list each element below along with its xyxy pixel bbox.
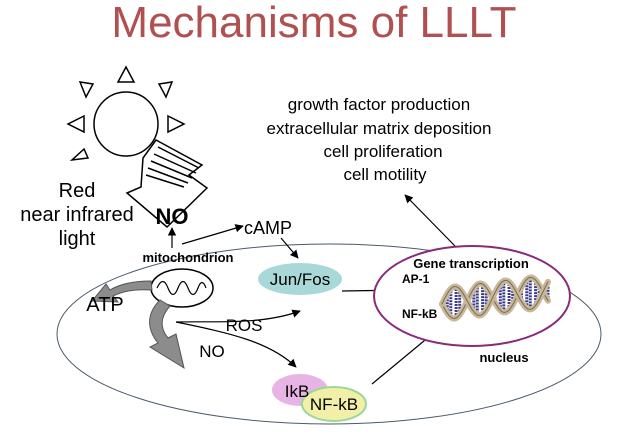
nucleus-label: nucleus [479,350,528,365]
nfkb-blob [301,386,367,422]
arrow-to-camp [181,224,244,245]
outcome-cell-proliferation: cell proliferation [323,142,442,161]
sun-icon [66,65,186,162]
mitochondrion-label: mitochondrion [143,250,234,265]
light-label-line3: light [59,228,96,250]
gene-transcription-label: Gene transcription [413,256,529,271]
outcomes-list: growth factor production extracellular m… [267,95,492,184]
no-top-label: NO [156,204,189,229]
outcome-growth-factor: growth factor production [288,95,470,114]
ros-label: ROS [226,316,263,335]
light-label-line2: near infrared [20,204,133,226]
outcome-cell-motility: cell motility [343,165,427,184]
nfkb-complex-label: NF-kB [310,395,358,414]
nfkb-nucleus-label: NF-kB [402,307,438,321]
ikb-label: IkB [285,382,310,401]
light-label-line1: Red [59,180,96,202]
jun-fos-label: Jun/Fos [270,270,330,289]
page-title: Mechanisms of LLLT [111,0,516,47]
dna-helix-icon [439,274,551,322]
camp-label: cAMP [244,218,292,238]
outcome-ecm-deposition: extracellular matrix deposition [267,119,492,138]
arrow-to-outcomes [404,194,456,247]
dna-strand-edge [441,276,549,320]
no-gray-arrow-icon [148,299,185,370]
mitochondrion-icon [150,268,214,308]
dna-strand-edge [441,279,549,317]
arrow-ros-to-complex [175,321,297,368]
arrow-ros-to-junfos [175,309,301,323]
atp-label: ATP [86,294,123,316]
atp-gray-arrow-icon [90,280,153,303]
arrow-camp-to-junfos [280,237,299,259]
jun-fos-blob [258,263,342,295]
light-beam-arrow-icon [125,139,209,229]
no-bottom-label: NO [199,342,225,361]
ap1-label: AP-1 [402,272,430,286]
